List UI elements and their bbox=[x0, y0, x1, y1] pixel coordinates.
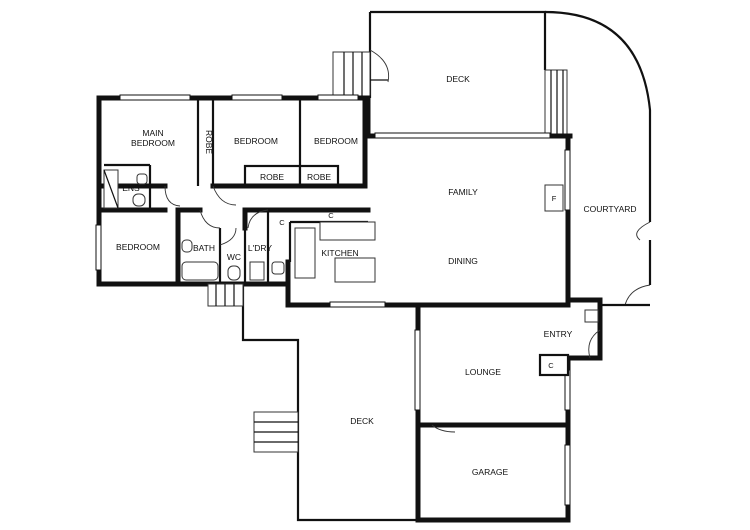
bedroom-3-label: BEDROOM bbox=[314, 136, 358, 146]
bedroom-2-label: BEDROOM bbox=[234, 136, 278, 146]
deck-steps-top bbox=[332, 51, 371, 99]
deck-bottom-area bbox=[207, 283, 418, 522]
lounge-label: LOUNGE bbox=[465, 367, 501, 377]
kitchen-cupboard-label: C bbox=[328, 211, 334, 220]
laundry-label: L'DRY bbox=[248, 243, 272, 253]
main-bedroom-label-line2: BEDROOM bbox=[131, 138, 175, 148]
dining-label: DINING bbox=[448, 256, 478, 266]
garage-label: GARAGE bbox=[472, 467, 509, 477]
robe-3-label: ROBE bbox=[307, 172, 331, 182]
bedroom-4-label: BEDROOM bbox=[116, 242, 160, 252]
deck-top-area: DECK bbox=[332, 10, 652, 222]
main-bedroom-label-line1: MAIN bbox=[142, 128, 163, 138]
deck-steps-right bbox=[544, 69, 568, 137]
exterior-walls bbox=[96, 95, 603, 523]
wc-label: WC bbox=[227, 252, 241, 262]
coat-cupboard-label: C bbox=[548, 361, 554, 370]
laundry-cupboard-label: C bbox=[279, 218, 285, 227]
entry-label: ENTRY bbox=[544, 329, 573, 339]
courtyard-walls bbox=[600, 240, 652, 307]
windows bbox=[95, 94, 571, 506]
deck-top-label: DECK bbox=[446, 74, 470, 84]
deck-bottom-label: DECK bbox=[350, 416, 374, 426]
bath-label: BATH bbox=[193, 243, 215, 253]
door-swings bbox=[164, 185, 651, 433]
ensuite-label: ENS bbox=[122, 183, 140, 193]
kitchen-label: KITCHEN bbox=[321, 248, 358, 258]
robe-vertical-label: ROBE bbox=[204, 130, 214, 154]
robe-2-label: ROBE bbox=[260, 172, 284, 182]
fixtures bbox=[103, 169, 599, 377]
room-labels: COURTYARD MAIN BEDROOM ROBE BEDROOM BEDR… bbox=[116, 128, 636, 477]
fridge-label: F bbox=[552, 194, 557, 203]
family-label: FAMILY bbox=[448, 187, 478, 197]
courtyard-label: COURTYARD bbox=[583, 204, 636, 214]
